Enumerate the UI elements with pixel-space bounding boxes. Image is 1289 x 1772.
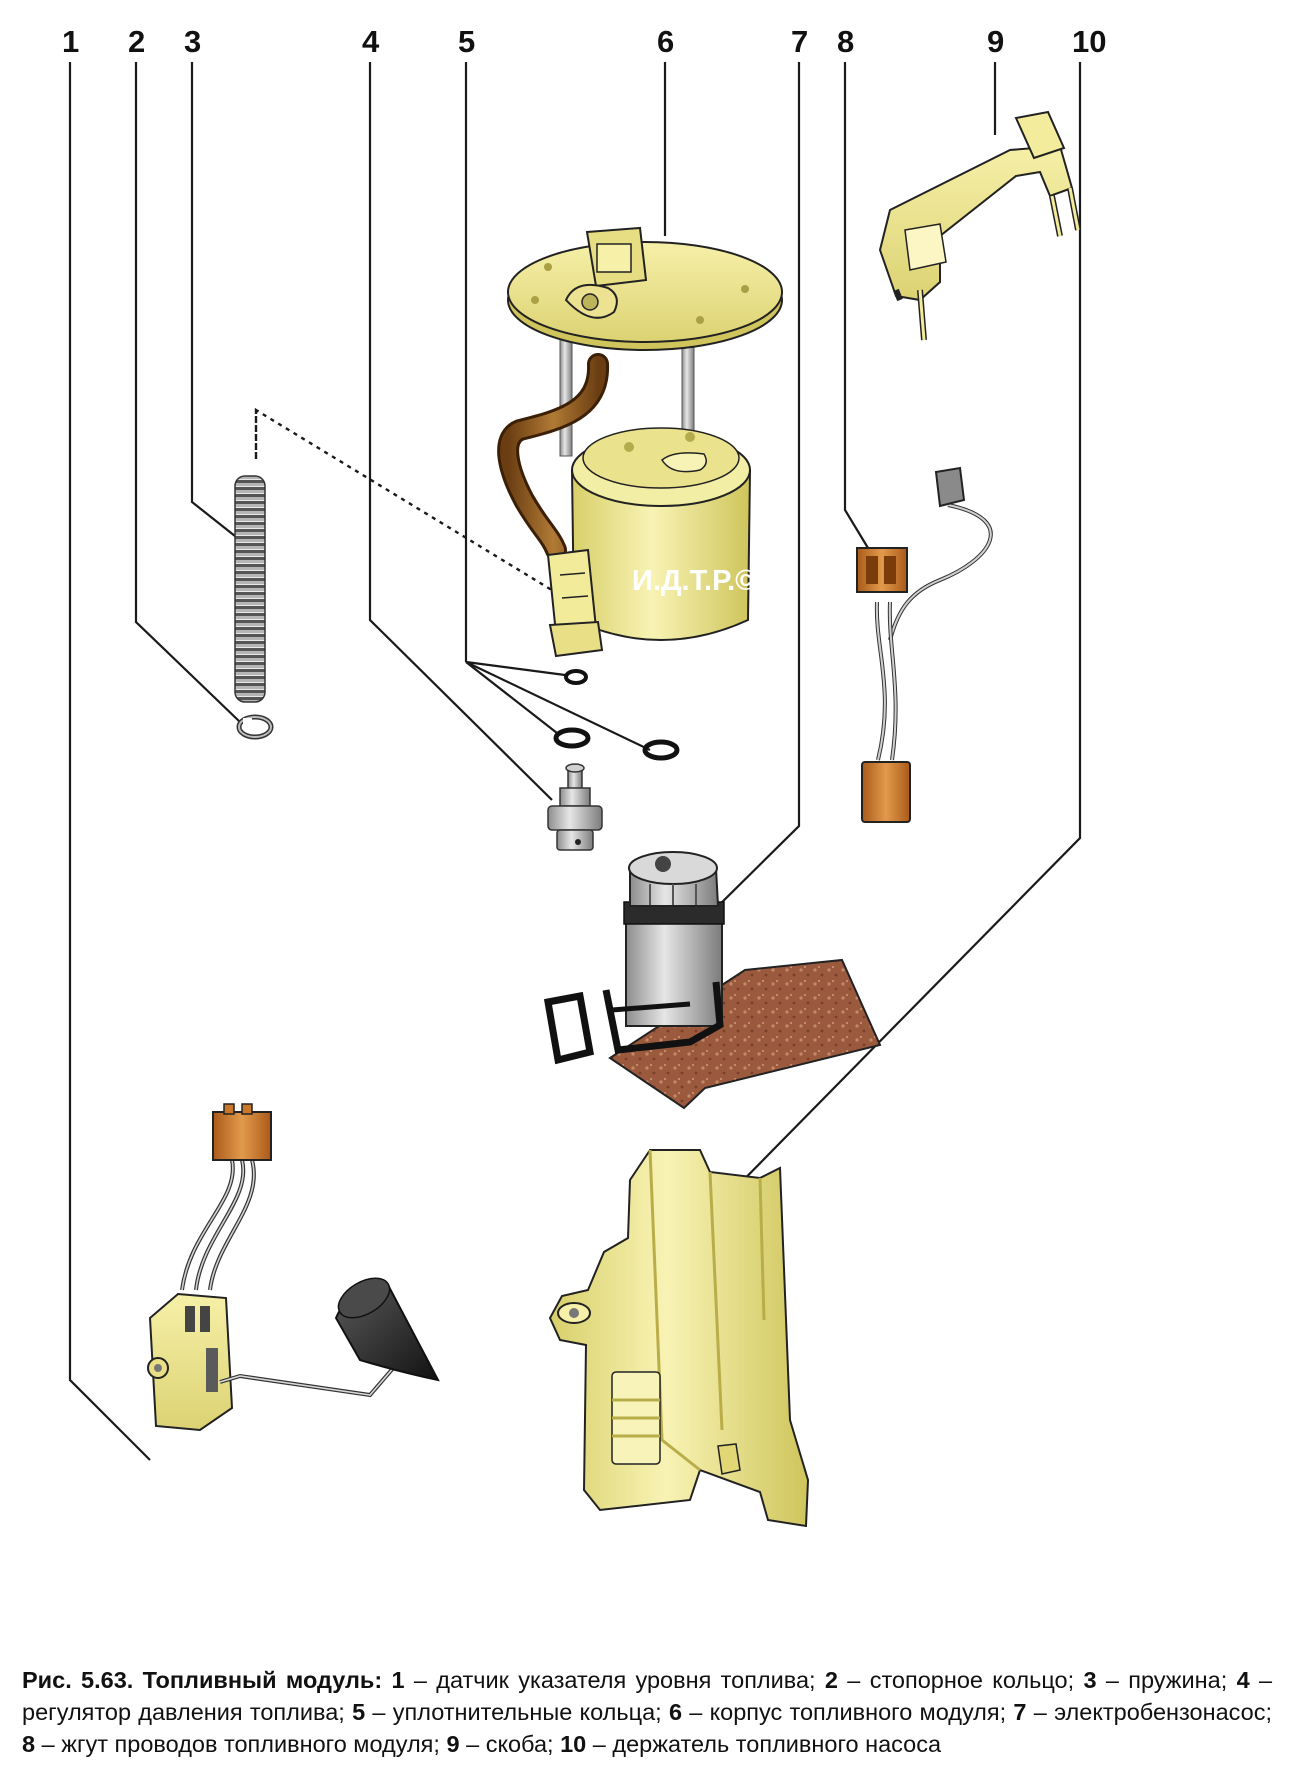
callout-10: 10 — [1072, 24, 1106, 59]
caption-item-number: 7 — [1013, 1699, 1027, 1725]
fuel-pump-holder — [548, 1149, 810, 1528]
callout-1: 1 — [62, 24, 79, 59]
caption-item-number: 9 — [446, 1731, 460, 1757]
caption-item-number: 5 — [352, 1699, 366, 1725]
callout-2: 2 — [128, 24, 145, 59]
leader-5b — [465, 661, 558, 734]
leader-2 — [134, 62, 241, 723]
caption-item-number: 10 — [560, 1731, 587, 1757]
callout-4: 4 — [362, 24, 380, 59]
dotted-assembly-line — [254, 407, 556, 594]
caption-item-number: 8 — [22, 1731, 36, 1757]
leader-8 — [843, 62, 869, 549]
caption-item-number: 6 — [668, 1699, 683, 1725]
callout-labels: 1 2 3 4 5 6 7 8 9 10 — [62, 24, 1106, 59]
callout-6: 6 — [657, 24, 674, 59]
caption-item-text: корпус топливного модуля; — [709, 1699, 1007, 1725]
caption-item-text: жгут проводов топливного модуля; — [61, 1731, 440, 1757]
callout-3: 3 — [184, 24, 201, 59]
figure-caption: Рис. 5.63. Топливный модуль: 1 – датчик … — [22, 1667, 1273, 1757]
caption-item-number: 2 — [824, 1667, 838, 1693]
o-rings — [553, 669, 680, 761]
caption-item-text: стопорное кольцо; — [869, 1667, 1075, 1693]
caption-title: Рис. 5.63. Топливный модуль: — [22, 1667, 383, 1693]
caption-item-text: скоба; — [485, 1731, 554, 1757]
leader-7 — [705, 62, 801, 919]
spring — [234, 475, 266, 703]
caption-item-text: уплотнительные кольца; — [392, 1699, 662, 1725]
caption-item-text: пружина; — [1128, 1667, 1228, 1693]
watermark-text: И.Д.Т.Р.© — [632, 565, 757, 597]
caption-item-text: регулятор давления топлива; — [22, 1699, 345, 1725]
retaining-ring — [236, 714, 274, 740]
leader-5c — [465, 661, 651, 751]
fuel-level-sender — [147, 1103, 440, 1432]
leader-3 — [190, 62, 241, 541]
callout-9: 9 — [987, 24, 1004, 59]
callout-8: 8 — [837, 24, 854, 59]
leader-lines — [68, 62, 1082, 1461]
caption-item-text: электробензонасос; — [1054, 1699, 1273, 1725]
callout-7: 7 — [791, 24, 808, 59]
caption-item-text: держатель топливного насоса — [612, 1731, 942, 1757]
leader-4 — [368, 62, 553, 801]
callout-5: 5 — [458, 24, 475, 59]
caption-item-text: датчик указателя уровня топлива; — [436, 1667, 816, 1693]
electric-fuel-pump — [543, 851, 882, 1110]
leader-10 — [709, 62, 1082, 1215]
fuel-module-housing: И.Д.Т.Р.© — [497, 226, 783, 658]
leader-1 — [68, 62, 151, 1461]
bracket-clip — [878, 110, 1081, 341]
fuel-pressure-regulator — [547, 763, 603, 851]
caption-item-number: 4 — [1236, 1667, 1250, 1693]
caption-item-number: 1 — [391, 1667, 405, 1693]
leader-5a — [465, 660, 566, 677]
wiring-harness — [856, 466, 993, 823]
caption-item-number: 3 — [1083, 1667, 1097, 1693]
